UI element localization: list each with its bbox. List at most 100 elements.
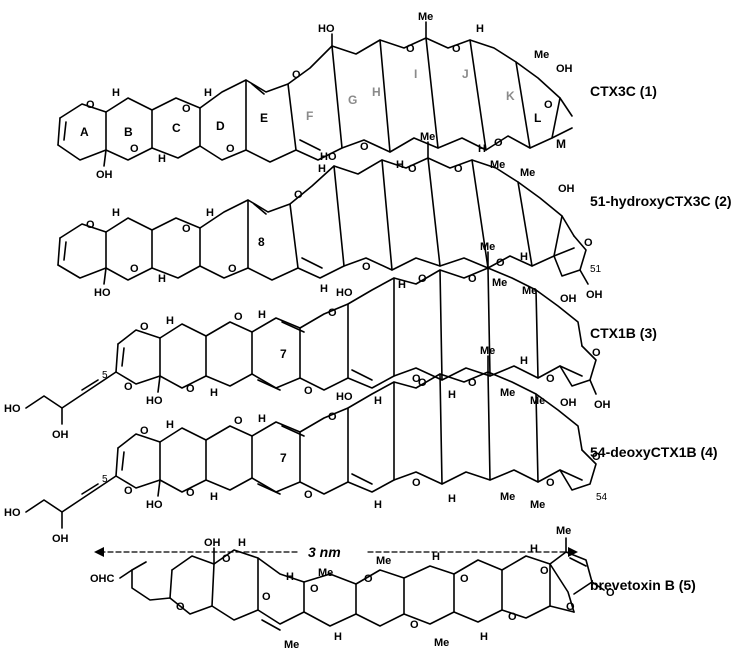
atom-o-4-8: O (418, 377, 427, 389)
lactone-co-5 (591, 581, 605, 591)
ring-bonds-ctx3c-6 (287, 83, 297, 151)
atom-oh-4-k: OH (560, 397, 577, 409)
atom-me-2-l1: Me (492, 277, 507, 289)
atom-ho-3-g: HO (336, 287, 353, 299)
ring-label-b: B (124, 125, 133, 139)
compound-name-ctx3c: CTX3C (1) (590, 83, 657, 99)
atom-o-4-3: O (186, 487, 195, 499)
atom-h-2-2: H (158, 273, 166, 285)
atom-o-2-2: O (130, 263, 139, 275)
sidechain-4 (25, 475, 117, 513)
atom-h-4-5: H (448, 493, 456, 505)
ring-bonds-2-8 (381, 159, 393, 271)
atom-o-4-11: O (592, 451, 601, 463)
ring-bonds-5-2 (211, 563, 215, 607)
atom-o-ctx3c-8: O (452, 43, 461, 55)
atom-o-4-9: O (468, 377, 477, 389)
thf-ring-2 (553, 235, 587, 277)
ring-label-h: H (372, 85, 381, 99)
atom-h-5-4: H (432, 551, 440, 563)
backbone-5-upper (171, 549, 575, 613)
atom-h-ctx3c-6: H (476, 23, 484, 35)
sidechain-3 (25, 371, 117, 409)
atom-me-5-4: Me (434, 637, 449, 649)
ring-bonds-3-10 (535, 289, 539, 379)
atom-o-3-10: O (546, 373, 555, 385)
atom-oh-4-side: OH (52, 533, 69, 545)
atom-h-3-2: H (210, 387, 218, 399)
double-bond-2-f (301, 257, 323, 269)
atom-ho-3-side: HO (4, 403, 21, 415)
ring-label-7-ctx1b: 7 (280, 347, 287, 361)
aldehyde-chain-5 (119, 569, 171, 601)
atom-o-5-3: O (262, 591, 271, 603)
atom-h-5-2: H (286, 571, 294, 583)
ring-label-l: L (534, 111, 541, 125)
ring-bonds-4-1 (115, 447, 119, 477)
atom-oh-ctx3c-k: OH (556, 63, 573, 75)
atom-h-4-6: H (520, 355, 528, 367)
lactone-db-5 (569, 557, 587, 567)
atom-o-3-7: O (412, 373, 421, 385)
double-bond-2-e (253, 203, 267, 215)
ring-bonds-ctx3c-8 (379, 39, 391, 153)
atom-h-3-1: H (166, 315, 174, 327)
scale-arrow-left-icon (94, 547, 104, 557)
ring-label-8: 8 (258, 235, 265, 249)
double-bond-4-a (121, 451, 125, 471)
atom-h-4-4: H (374, 499, 382, 511)
atom-o-4-1: O (124, 485, 133, 497)
atom-h-4-3: H (258, 413, 266, 425)
atom-o-4-6: O (328, 411, 337, 423)
double-bond-3-7b (281, 321, 305, 333)
atom-o-3-11: O (592, 347, 601, 359)
atom-oh-2-k: OH (558, 183, 575, 195)
atom-h-5-5: H (480, 631, 488, 643)
ring-bonds-2-10 (471, 159, 489, 269)
atom-h-2-3: H (206, 207, 214, 219)
double-bond-4-f (351, 473, 373, 485)
atom-me-2-top: Me (420, 131, 435, 143)
atom-o-2-9: O (496, 257, 505, 269)
ring-bonds-2-11 (517, 181, 533, 267)
atom-o-3-8: O (418, 273, 427, 285)
atom-oh-3-end: OH (594, 399, 611, 411)
compound-name-brevetoxin-b: brevetoxin B (5) (590, 577, 696, 593)
ring-label-i: I (414, 67, 417, 81)
atom-oh-4-b: HO (146, 499, 163, 511)
bond-2-oh-b (103, 267, 107, 285)
atom-o-5-10: O (566, 601, 575, 613)
atom-me-4-top: Me (480, 345, 495, 357)
atom-o-ctx3c-7: O (406, 43, 415, 55)
atom-o-3-9: O (468, 273, 477, 285)
ring-label-k: K (506, 89, 515, 103)
atom-oh-2-51: OH (586, 289, 603, 301)
atom-o-4-4: O (234, 415, 243, 427)
ring-label-7-deoxy: 7 (280, 451, 287, 465)
ring-label-j: J (462, 67, 469, 81)
bond-3-oh-b (157, 375, 161, 393)
bond-2-51-oh (579, 269, 589, 285)
structure-brevetoxin-b: OHC OH O O O O O O O O O O O H H H H H H… (90, 525, 615, 651)
bond-3-oh-end (589, 379, 597, 395)
double-bond-4-7b (281, 425, 305, 437)
sidechain-4-db (81, 483, 99, 495)
atom-me-3-l2: Me (530, 395, 545, 407)
atom-oh-5-top: OH (204, 537, 221, 549)
atom-o-ctx3c-6: O (360, 141, 369, 153)
atom-o-ctx3c-9: O (494, 137, 503, 149)
double-bond-4-7 (257, 483, 281, 495)
ring-label-e: E (260, 111, 268, 125)
atom-h-2-6: H (478, 143, 486, 155)
ring-bonds-3-9 (487, 267, 491, 377)
ring-bonds-2-7 (333, 165, 345, 267)
atom-o-4-7: O (412, 477, 421, 489)
thf-ring-4 (559, 449, 597, 491)
backbone-4-upper (117, 371, 583, 451)
lactone-ring-5 (549, 551, 593, 595)
atom-o-ctx3c-2: O (130, 143, 139, 155)
ring-bonds-2-6 (289, 203, 299, 269)
atom-o-2-5: O (294, 189, 303, 201)
